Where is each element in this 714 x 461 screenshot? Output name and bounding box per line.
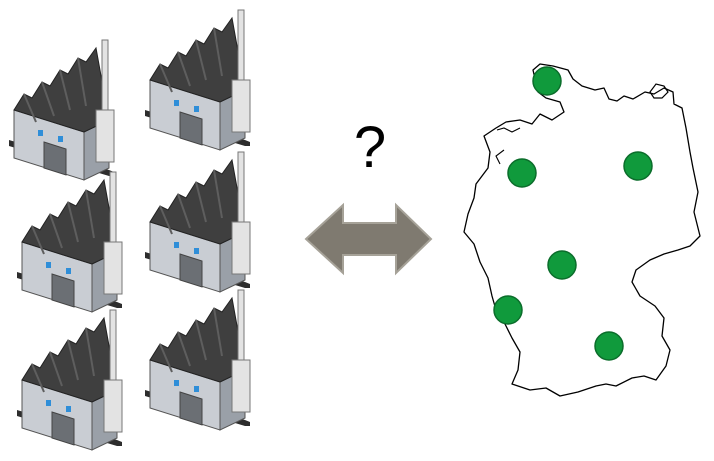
factory-icon xyxy=(8,39,115,181)
factory-icon xyxy=(144,9,251,151)
location-marker xyxy=(507,158,537,188)
question-mark: ? xyxy=(353,115,387,180)
factory-icon xyxy=(16,171,123,313)
factory-icon xyxy=(16,309,123,451)
location-marker xyxy=(493,295,523,325)
north-sea-coast-detail xyxy=(495,127,521,165)
germany-map-outline xyxy=(463,63,701,397)
location-marker xyxy=(594,331,624,361)
factory-icon xyxy=(144,151,251,293)
location-marker xyxy=(547,250,577,280)
baltic-island xyxy=(649,83,669,99)
location-marker xyxy=(623,151,653,181)
factory-icon xyxy=(144,289,251,431)
double-arrow-icon xyxy=(304,202,433,276)
location-marker xyxy=(532,66,562,96)
